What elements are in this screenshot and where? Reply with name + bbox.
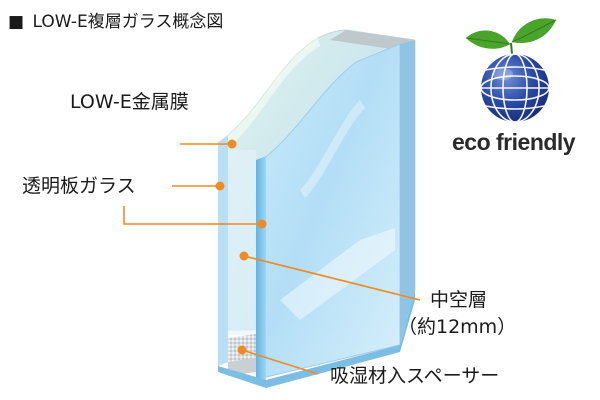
glass-unit-illustration <box>218 29 416 388</box>
front-pane-reflection-2 <box>300 100 365 198</box>
label-spacer: 吸湿材入スペーサー <box>330 365 499 387</box>
eco-friendly-badge: eco friendly <box>452 18 576 155</box>
dot-low-e <box>227 139 237 149</box>
dot-spacer <box>237 345 247 355</box>
label-clear-glass: 透明板ガラス <box>22 175 136 197</box>
left-leaf <box>466 30 510 49</box>
leader-lines <box>123 143 421 375</box>
leader-dots <box>215 139 267 355</box>
eco-friendly-text: eco friendly <box>452 129 576 155</box>
leader-air-gap <box>243 255 421 301</box>
front-pane-thickness <box>256 156 266 384</box>
gap-between-panes <box>228 150 256 335</box>
dot-clear-glass-2 <box>257 219 267 229</box>
label-air-gap: 中空層 <box>430 289 487 311</box>
unit-right-edge <box>400 40 415 345</box>
front-pane-reflection <box>280 228 395 320</box>
leader-spacer <box>241 349 319 375</box>
title-marker: ■ <box>8 12 24 32</box>
diagram-title: ■ LOW-E複層ガラス概念図 <box>8 11 223 32</box>
title-text: LOW-E複層ガラス概念図 <box>32 11 223 32</box>
leafy-globe-icon <box>465 18 557 123</box>
label-low-e-film: LOW-E金属膜 <box>70 91 189 113</box>
stem <box>510 42 513 55</box>
spacer-bottom <box>228 334 256 376</box>
rear-pane-thickness <box>218 136 228 366</box>
dot-clear-glass-1 <box>215 181 225 191</box>
svg-text:■ LOW-E複層ガラス概念図: ■ LOW-E複層ガラス概念図 <box>8 11 223 32</box>
unit-bottom-edge <box>218 290 415 388</box>
label-air-gap-size: （約12mm） <box>398 316 516 338</box>
dot-air-gap <box>239 251 249 261</box>
rear-pane-edge <box>222 38 320 148</box>
leader-clear-glass-2 <box>123 206 262 225</box>
